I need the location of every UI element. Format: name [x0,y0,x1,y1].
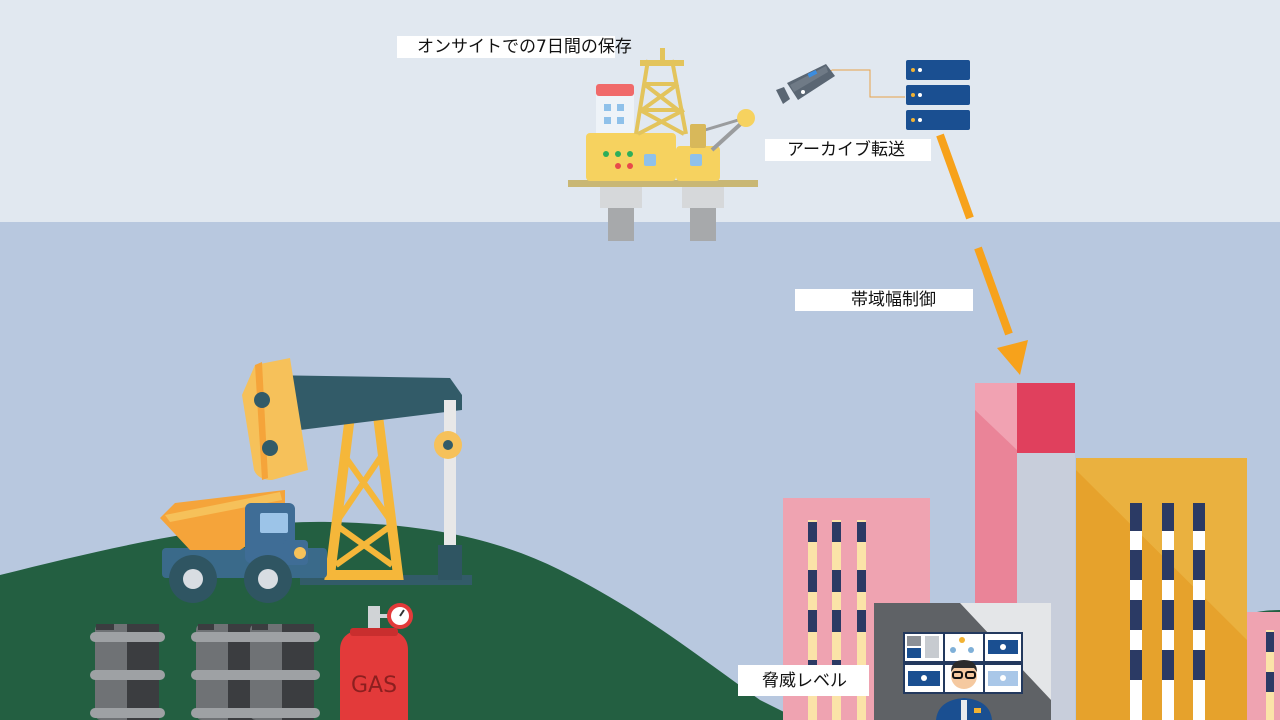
dump-truck-icon [160,490,327,603]
archive-transfer-label: アーカイブ転送 [765,139,931,161]
bandwidth-control-label: 帯域幅制御 [795,289,973,311]
oil-barrel-icon [90,624,165,720]
bandwidth-control-text: 帯域幅制御 [851,290,936,310]
oil-rig-icon [568,48,758,241]
building-icon [1247,612,1280,720]
pumpjack-icon [242,358,472,585]
onsite-storage-label: オンサイトでの7日間の保存 [397,36,632,58]
server-icon [906,60,970,130]
building-icon [1076,458,1247,720]
operator-icon [936,660,992,720]
security-camera-icon [776,64,905,104]
transfer-arrow [936,133,1028,375]
control-room-panel [874,603,1051,720]
oil-barrel-icon [245,624,320,720]
threat-level-text: 脅威レベル [762,671,847,691]
onsite-storage-text: オンサイトでの7日間の保存 [417,37,632,57]
archive-transfer-text: アーカイブ転送 [787,140,905,160]
threat-level-label: 脅威レベル [738,665,869,696]
gas-cylinder-icon: GAS [340,603,413,720]
gas-label: GAS [351,673,397,698]
